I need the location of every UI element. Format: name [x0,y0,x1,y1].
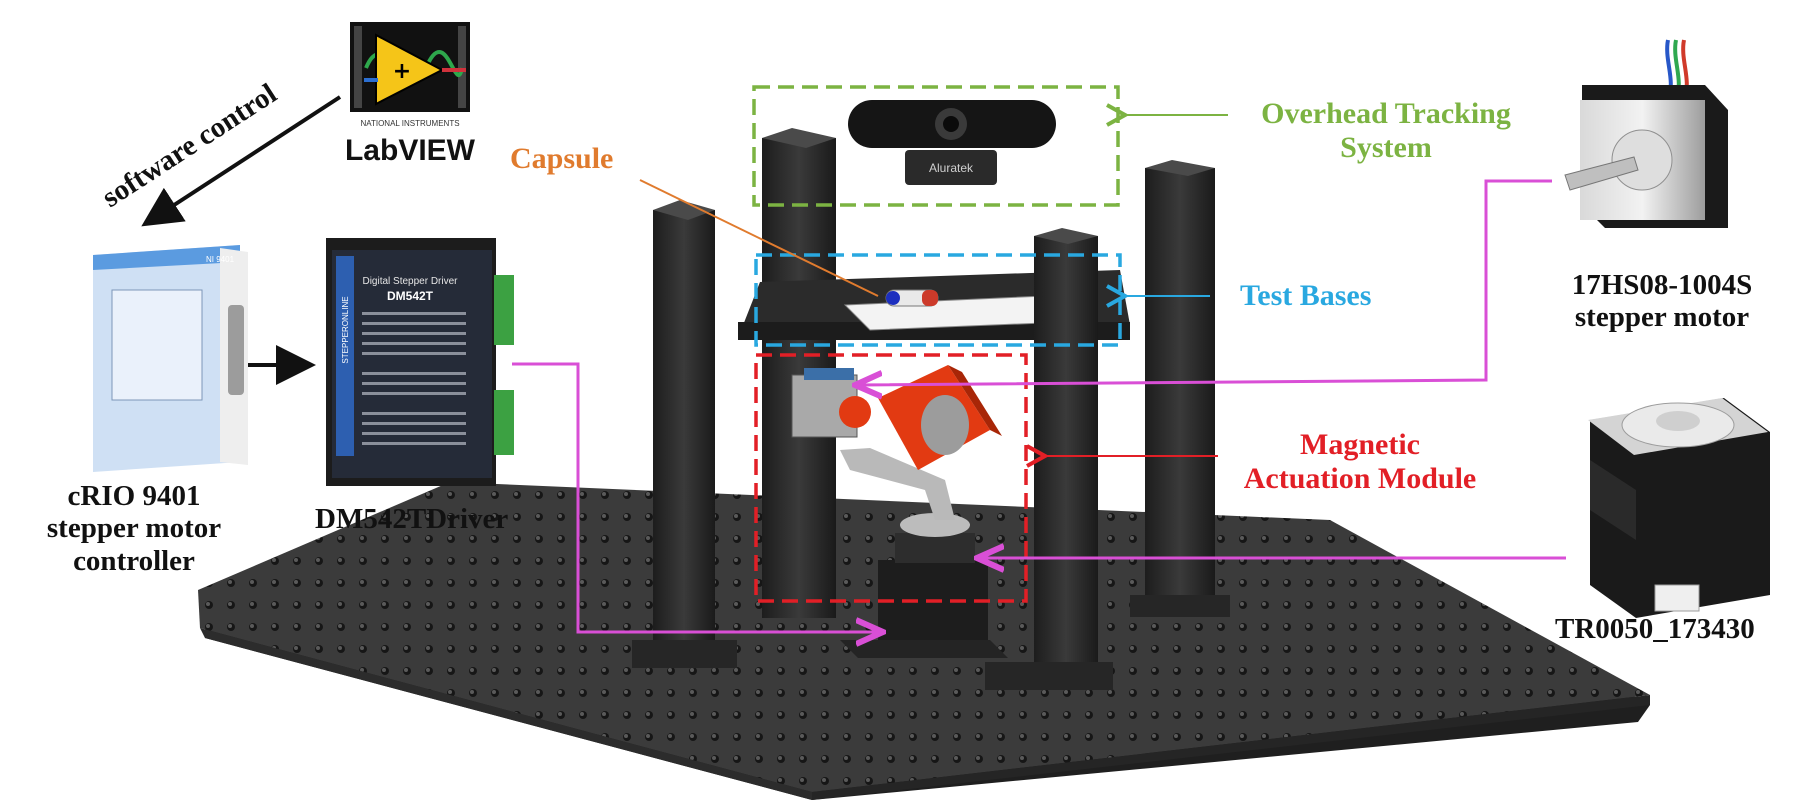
crio-9401-module: NI 9401 [93,245,248,472]
driver-connector [512,362,880,632]
labview-logo: + NATIONAL INSTRUMENTS LabVIEW [345,22,476,167]
crio-module-tag: NI 9401 [206,255,235,264]
capsule-arrow [639,179,879,297]
dm542t-driver: Digital Stepper Driver DM542T STEPPERONL… [326,238,514,486]
labview-logo-line2: LabVIEW [345,134,476,167]
labview-logo-line1: NATIONAL INSTRUMENTS [360,119,459,128]
top-motor-connector [858,179,1552,385]
webcam: Aluratek [848,100,1056,185]
driver-label: DM542TDriver [315,503,509,535]
webcam-brand: Aluratek [929,161,974,175]
capsule-label: Capsule [510,142,614,175]
bottom-motor-label: TR0050_173430 [1555,613,1755,645]
software-control-arrow [141,95,342,227]
driver-panel-title: Digital Stepper Driver [362,276,458,287]
svg-text:+: + [393,59,411,84]
top-motor-label: 17HS08-1004S stepper motor [1571,269,1753,334]
driver-panel-model: DM542T [387,289,434,303]
rig-frame [632,128,1230,690]
stepper-motor-17hs08 [1564,39,1728,228]
overhead-tracking-label: Overhead Tracking System [1261,97,1511,164]
test-bases-label: Test Bases [1240,279,1372,312]
driver-brand: STEPPERONLINE [341,296,350,363]
magnetic-actuation-module [791,365,1008,658]
magnetic-actuation-label: Magnetic Actuation Module [1243,428,1477,495]
magnetic-actuation-box [754,353,1028,603]
overhead-tracking-box [752,85,1120,207]
crio-label: cRIO 9401 stepper motor controller [46,480,222,577]
rotary-actuator-tr0050 [1588,398,1770,618]
